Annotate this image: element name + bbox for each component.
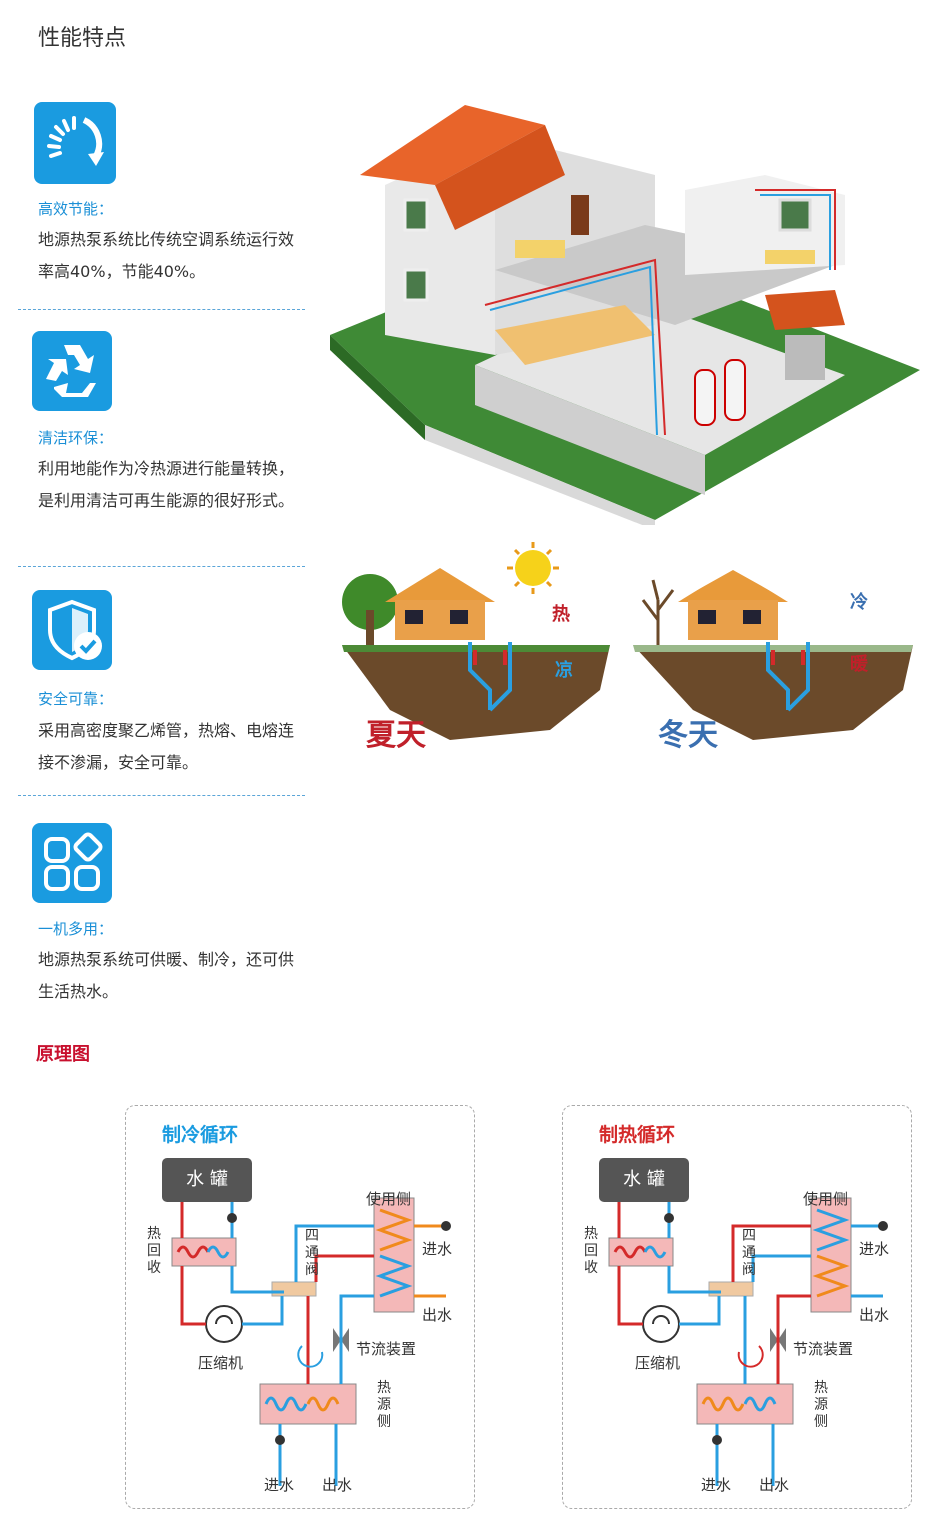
diagram-title: 制冷循环 bbox=[162, 1124, 239, 1146]
recycle-icon bbox=[32, 331, 112, 411]
bottom-outlet-label: 出水 bbox=[759, 1476, 790, 1494]
feature-desc: 地源热泵系统可供暖、制冷，还可供生活热水。 bbox=[38, 950, 295, 1001]
divider bbox=[18, 309, 305, 310]
feature-title: 一机多用： bbox=[38, 920, 114, 938]
section-title: 性能特点 bbox=[38, 26, 127, 51]
outlet-label: 出水 bbox=[422, 1306, 453, 1324]
summer-ground-word: 凉 bbox=[555, 660, 573, 681]
season-label-summer: 夏天 bbox=[366, 718, 426, 753]
cooling-cycle-diagram: 制冷循环 水 罐 热回收 四通阀 使用侧 进水 出水 节流装置 压缩机 热源侧 … bbox=[125, 1105, 475, 1509]
divider bbox=[18, 795, 305, 796]
inlet-label: 进水 bbox=[859, 1240, 890, 1258]
throttle-label: 节流装置 bbox=[356, 1340, 417, 1358]
bottom-outlet-label: 出水 bbox=[322, 1476, 353, 1494]
winter-ground-word: 暖 bbox=[850, 654, 868, 675]
principle-title: 原理图 bbox=[36, 1044, 90, 1065]
summer-top-word: 热 bbox=[552, 604, 570, 625]
heating-cycle-diagram: 制热循环 水 罐 热回收 四通阀 使用侧 进水 出水 节流装置 压缩机 热源侧 … bbox=[562, 1105, 912, 1509]
four-way-valve-label: 四通阀 bbox=[305, 1228, 319, 1278]
recovery-label: 热回收 bbox=[584, 1226, 598, 1276]
divider bbox=[18, 566, 305, 567]
shield-check-icon bbox=[32, 590, 112, 670]
four-way-valve-label: 四通阀 bbox=[742, 1228, 756, 1278]
source-side-label: 热源侧 bbox=[377, 1380, 391, 1430]
compressor-label: 压缩机 bbox=[635, 1354, 681, 1372]
feature-title: 清洁环保： bbox=[38, 429, 114, 447]
speed-gauge-icon bbox=[34, 102, 116, 184]
summer-ground-diagram bbox=[342, 542, 610, 740]
season-label-winter: 冬天 bbox=[658, 718, 718, 753]
source-side-label: 热源侧 bbox=[814, 1380, 828, 1430]
use-side-label: 使用侧 bbox=[803, 1190, 849, 1208]
use-side-label: 使用侧 bbox=[366, 1190, 412, 1208]
winter-ground-diagram bbox=[633, 564, 913, 740]
feature-desc: 地源热泵系统比传统空调系统运行效率高40%，节能40%。 bbox=[38, 230, 295, 281]
recovery-label: 热回收 bbox=[147, 1226, 161, 1276]
bottom-inlet-label: 进水 bbox=[264, 1476, 295, 1494]
outlet-label: 出水 bbox=[859, 1306, 890, 1324]
feature-desc: 利用地能作为冷热源进行能量转换，是利用清洁可再生能源的很好形式。 bbox=[38, 459, 295, 510]
inlet-label: 进水 bbox=[422, 1240, 453, 1258]
house-illustration bbox=[330, 105, 920, 525]
bottom-inlet-label: 进水 bbox=[701, 1476, 732, 1494]
throttle-label: 节流装置 bbox=[793, 1340, 854, 1358]
feature-title: 安全可靠： bbox=[38, 690, 114, 708]
winter-top-word: 冷 bbox=[850, 592, 868, 613]
feature-title: 高效节能： bbox=[38, 200, 114, 218]
diagram-title: 制热循环 bbox=[599, 1124, 676, 1146]
compressor-label: 压缩机 bbox=[198, 1354, 244, 1372]
water-tank-label: 水 罐 bbox=[623, 1169, 665, 1190]
feature-desc: 采用高密度聚乙烯管，热熔、电熔连接不渗漏，安全可靠。 bbox=[38, 721, 295, 772]
water-tank-label: 水 罐 bbox=[186, 1169, 228, 1190]
multi-grid-icon bbox=[32, 823, 112, 903]
